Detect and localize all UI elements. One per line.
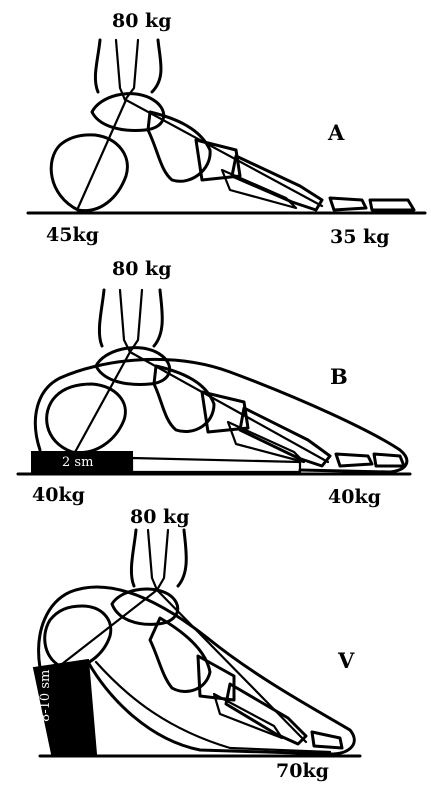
panel-a-toe-2 bbox=[370, 200, 414, 210]
panel-v-heel-height-label: 8-10 sm bbox=[38, 670, 53, 722]
panel-b-letter: B bbox=[330, 364, 348, 389]
panel-b-load-line-heel bbox=[74, 352, 130, 454]
panel-a-leg-right bbox=[152, 40, 161, 92]
panel-a-leg-left bbox=[95, 40, 100, 92]
panel-a-foot bbox=[28, 40, 425, 213]
panel-b-foot bbox=[18, 290, 410, 474]
panel-b-load-line-forefoot bbox=[130, 352, 328, 462]
panel-a-letter: A bbox=[328, 120, 344, 145]
panel-a-top-load-label: 80 kg bbox=[112, 10, 172, 32]
panel-v-metatarsal-1 bbox=[226, 684, 306, 744]
panel-v-toe bbox=[312, 732, 342, 748]
panel-b-calcaneus bbox=[47, 384, 126, 453]
panel-b-toe-2 bbox=[374, 454, 404, 466]
panel-b-heel-load-label: 40kg bbox=[32, 484, 85, 506]
panel-b-toe-1 bbox=[336, 454, 372, 466]
panel-b-forefoot-load-label: 40kg bbox=[328, 486, 381, 508]
panel-b-top-load-label: 80 kg bbox=[112, 258, 172, 280]
panel-a-calcaneus bbox=[51, 135, 127, 211]
panel-v-navicular bbox=[150, 618, 210, 691]
panel-v-letter: V bbox=[338, 648, 354, 673]
panel-v-forefoot-load-label: 70kg bbox=[276, 760, 329, 782]
panel-b-leg-bones bbox=[120, 290, 142, 352]
panel-v-leg-left bbox=[131, 530, 136, 586]
panel-a-leg-bones bbox=[116, 40, 138, 100]
panel-a-load-line-forefoot bbox=[126, 100, 322, 206]
panel-v-top-load-label: 80 kg bbox=[130, 506, 190, 528]
panel-v-leg-right bbox=[178, 530, 186, 586]
panel-b-leg-left bbox=[99, 290, 104, 346]
panel-v-leg-bones bbox=[148, 530, 168, 590]
panel-b-insole bbox=[132, 458, 300, 472]
panel-a-heel-load-label: 45kg bbox=[46, 224, 99, 246]
panel-v-calcaneus bbox=[45, 606, 111, 668]
panel-a-toe-1 bbox=[330, 198, 366, 210]
panel-v-load-line-heel bbox=[62, 590, 157, 664]
panel-a-forefoot-load-label: 35 kg bbox=[330, 226, 390, 248]
panel-v-insole bbox=[96, 662, 330, 752]
panel-b-leg-right bbox=[154, 290, 162, 346]
panel-v-talus bbox=[112, 589, 178, 624]
panel-v-foot bbox=[34, 530, 360, 756]
panel-b-heel-height-label: 2 sm bbox=[62, 455, 93, 470]
